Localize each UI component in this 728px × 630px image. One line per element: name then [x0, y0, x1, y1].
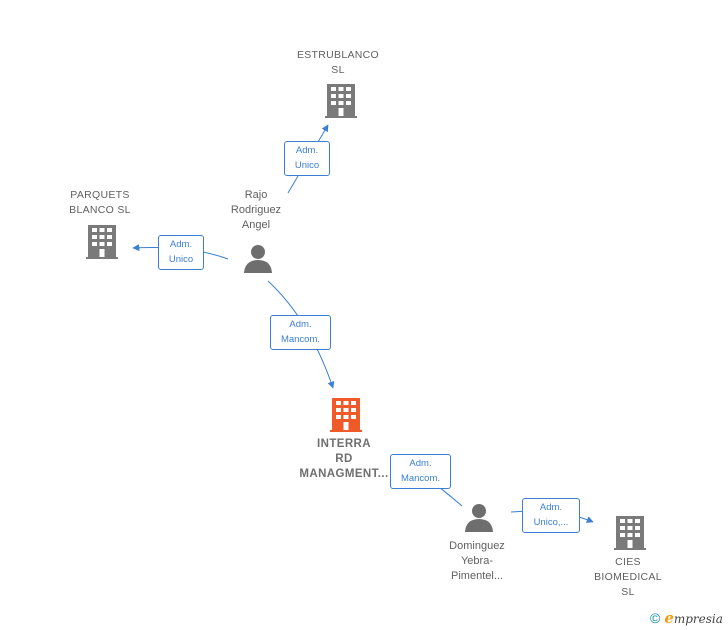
person-icon[interactable] — [464, 502, 494, 532]
brand-initial: e — [664, 609, 674, 627]
brand-logo[interactable]: empresia — [664, 609, 723, 627]
node-label-estrublanco[interactable]: ESTRUBLANCO SL — [296, 49, 380, 76]
copyright-icon: © — [650, 610, 661, 626]
building-icon[interactable] — [614, 516, 646, 550]
edge-label-rajo-estrublanco[interactable]: Adm. Unico — [284, 141, 330, 176]
building-icon[interactable] — [325, 84, 357, 118]
edge-label-dominguez-interra[interactable]: Adm. Mancom. — [390, 454, 451, 489]
building-icon[interactable] — [86, 225, 118, 259]
edge-label-dominguez-cies[interactable]: Adm. Unico,... — [522, 498, 580, 533]
edge-label-rajo-interra[interactable]: Adm. Mancom. — [270, 315, 331, 350]
node-label-rajo[interactable]: Rajo Rodriguez Angel — [230, 189, 282, 231]
brand-name: mpresia — [673, 612, 723, 626]
edge-label-rajo-parquets[interactable]: Adm. Unico — [158, 235, 204, 270]
node-label-parquets[interactable]: PARQUETS BLANCO SL — [69, 189, 131, 216]
footer-brand[interactable]: © empresia — [650, 609, 723, 627]
node-label-dominguez[interactable]: Dominguez Yebra- Pimentel... — [449, 540, 505, 582]
node-label-cies[interactable]: CIES BIOMEDICAL SL — [594, 556, 662, 598]
building-icon-focus[interactable] — [330, 398, 362, 432]
person-icon[interactable] — [243, 243, 273, 273]
node-label-interra[interactable]: INTERRA RD MANAGMENT... — [299, 438, 389, 480]
